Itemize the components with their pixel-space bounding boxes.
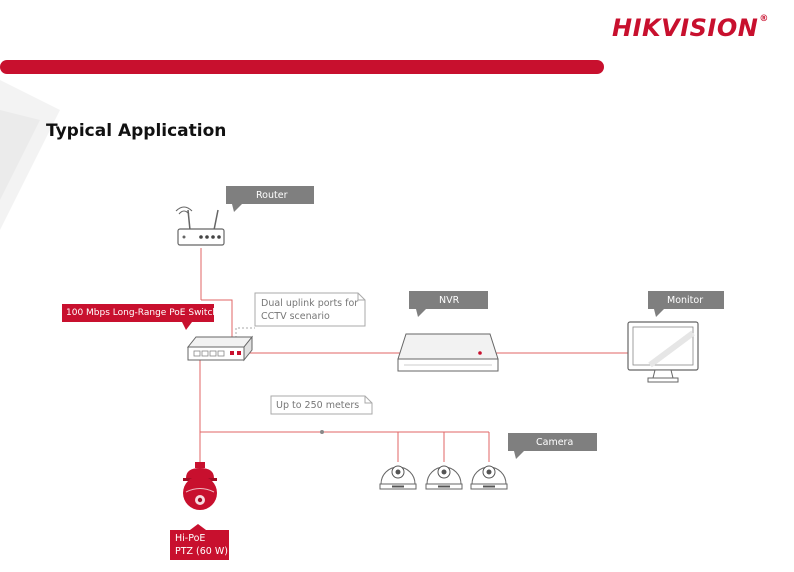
uplink-leader (235, 327, 255, 338)
switch-label: 100 Mbps Long-Range PoE Switch (66, 308, 219, 318)
router-label: Router (256, 190, 288, 201)
router-label-box (226, 186, 314, 212)
router-icon (175, 206, 225, 246)
switch-label-box (62, 304, 214, 330)
nvr-label-box (409, 291, 488, 317)
monitor-label-box (648, 291, 724, 317)
cable-router-switch (201, 299, 233, 343)
nvr-icon (397, 333, 499, 372)
uplink-note: Dual uplink ports for CCTV scenario (261, 297, 358, 323)
dome-camera-icon (470, 465, 508, 490)
header-band (0, 60, 604, 74)
nvr-label: NVR (439, 295, 460, 306)
uplink-note-line1: Dual uplink ports for (261, 298, 359, 309)
ptz-camera-icon (183, 462, 217, 510)
monitor-label: Monitor (667, 295, 704, 306)
camera-label-box (508, 433, 597, 459)
dome-camera-icon (425, 465, 463, 490)
distance-note-box (270, 395, 373, 415)
ptz-label-line1: Hi-PoE (175, 533, 206, 544)
dome-camera-icon (379, 465, 417, 490)
hikvision-logo: HIKVISION® (612, 14, 769, 42)
distance-note: Up to 250 meters (276, 400, 360, 411)
distance-marker-dot (320, 430, 324, 434)
ptz-label-line2: PTZ (60 W) (175, 546, 228, 557)
ptz-label-box (170, 524, 229, 560)
camera-label: Camera (536, 437, 574, 448)
monitor-icon (627, 321, 699, 383)
watermark-chevron (0, 80, 60, 230)
uplink-note-box (254, 292, 366, 327)
uplink-note-line2: CCTV scenario (261, 311, 330, 322)
poe-switch-icon (186, 335, 254, 362)
page-title: Typical Application (46, 121, 227, 141)
ptz-label: Hi-PoE PTZ (60 W) (175, 532, 228, 558)
